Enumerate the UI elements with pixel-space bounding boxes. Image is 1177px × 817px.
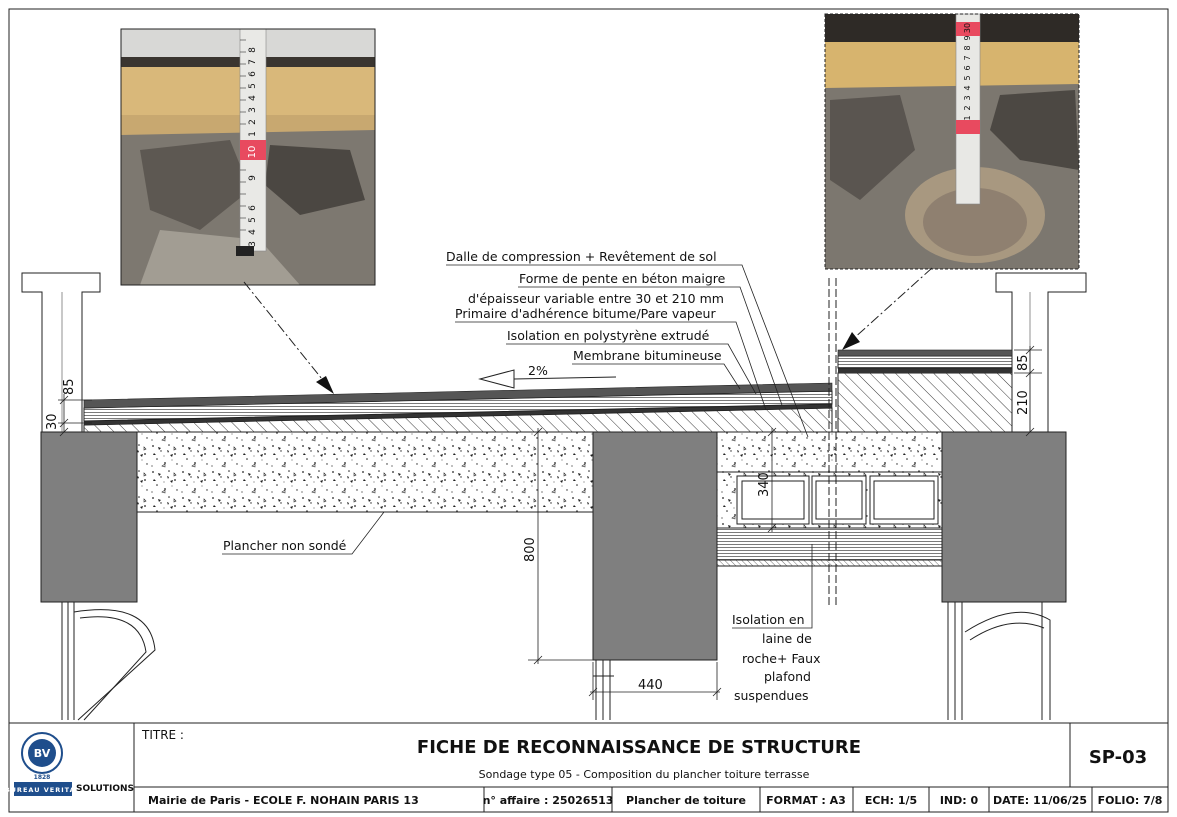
central-beam (592, 431, 718, 661)
tape-digit-right: 30 (963, 23, 972, 33)
label-laine-3: roche+ Faux (742, 651, 820, 666)
hollow-blocks (736, 475, 939, 525)
photo-right-leader (851, 267, 933, 341)
tape-digit-left: 9 (248, 175, 258, 181)
tape-digit-left: 5 (248, 83, 258, 89)
svg-text:BV: BV (34, 747, 51, 760)
tape-digit-left: 1 (248, 131, 258, 137)
tape-digit-left: 10 (247, 146, 258, 159)
tape-digit-right: 4 (963, 85, 972, 90)
logo-company: BUREAU VERITAS (5, 786, 82, 794)
right-frame (947, 602, 1051, 720)
dim-right (1014, 345, 1042, 437)
tape-digit-left: 4 (248, 95, 258, 101)
label-laine-1: Isolation en (732, 612, 805, 627)
dim-left (58, 394, 92, 437)
tape-digit-left: 4 (248, 229, 258, 235)
tape-digit-left: 2 (248, 119, 258, 125)
label-laine-2: laine de (762, 631, 812, 646)
folio-cell: FOLIO: 7/8 (1098, 794, 1163, 807)
right-wall-concrete (941, 431, 1067, 603)
dim-30-left: 30 (45, 413, 60, 430)
tape-digit-right: 7 (963, 55, 972, 60)
client-cell: Mairie de Paris - ECOLE F. NOHAIN PARIS … (148, 794, 419, 807)
photo-right-arrow (842, 332, 860, 350)
leaders (446, 264, 809, 438)
tape-digit-right: 9 (963, 35, 972, 40)
photo-left-leader (243, 281, 327, 385)
dim-210-right: 210 (1016, 390, 1031, 415)
vapour-barrier-right (838, 368, 1012, 373)
slope-form-right (837, 372, 1013, 433)
date-cell: DATE: 11/06/25 (993, 794, 1087, 807)
tape-digit-left: 5 (248, 217, 258, 223)
tape-digit-right: 1 (963, 115, 972, 120)
membrane-left (83, 382, 833, 409)
logo-year: 1828 (34, 774, 51, 781)
photo-right (824, 13, 1080, 270)
label-laine-4: plafond (764, 669, 811, 684)
label-dalle: Dalle de compression + Revêtement de sol (446, 249, 717, 264)
dim-800-text: 800 (523, 537, 538, 562)
scale-cell: ECH: 1/5 (865, 794, 917, 807)
slab-left (136, 431, 594, 513)
main-title: FICHE DE RECONNAISSANCE DE STRUCTURE (417, 737, 861, 758)
label-forme-2: d'épaisseur variable entre 30 et 210 mm (468, 291, 724, 306)
tape-digit-left: 3 (248, 241, 258, 247)
photo-left (120, 28, 376, 286)
leader-laine (732, 544, 813, 629)
bureau-veritas-logo: BV 1828 BUREAU VERITAS (5, 732, 82, 796)
index-cell: IND: 0 (940, 794, 979, 807)
slope-arrow (478, 369, 617, 389)
left-frame (61, 602, 156, 721)
dim-340-text: 340 (757, 472, 772, 497)
dim-340 (762, 427, 780, 533)
label-plancher: Plancher non sondé (223, 538, 347, 553)
insulation-xps-right (837, 355, 1013, 369)
tape-digit-left: 7 (248, 59, 258, 65)
tape-digit-right: 5 (963, 75, 972, 80)
photo-left-arrow (316, 376, 334, 394)
beam-frame (593, 660, 614, 720)
affaire-cell: n° affaire : 25026513 (483, 794, 614, 807)
label-isolation-xps: Isolation en polystyrène extrudé (507, 328, 710, 343)
tape-marks-left (240, 39, 246, 231)
titre-label: TITRE : (141, 728, 184, 742)
tape-digit-right: 8 (963, 45, 972, 50)
tape-digit-left: 3 (248, 107, 258, 113)
leader-plancher (222, 511, 385, 555)
label-primaire: Primaire d'adhérence bitume/Pare vapeur (455, 306, 716, 321)
left-wall-concrete (40, 431, 138, 603)
tape-digit-right: 2 (963, 105, 972, 110)
tape-digit-right: 6 (963, 65, 972, 70)
label-laine-5: suspendues (734, 688, 809, 703)
dim-440 (588, 662, 722, 700)
tape-digit-right: 3 (963, 95, 972, 100)
membrane-right (837, 349, 1013, 357)
dim-85-right: 85 (1016, 354, 1031, 371)
tape-digit-left: 6 (248, 71, 258, 77)
subtitle: Sondage type 05 - Composition du planche… (479, 768, 810, 781)
slope-text: 2% (528, 363, 548, 378)
title-block-frame (8, 722, 1169, 813)
dim-800 (528, 427, 593, 665)
logo-solutions: SOLUTIONS (76, 784, 134, 794)
sheet-number: SP-03 (1089, 747, 1147, 768)
dim-440-text: 440 (638, 678, 663, 693)
object-cell: Plancher de toiture (626, 794, 746, 807)
format-cell: FORMAT : A3 (766, 794, 846, 807)
tape-digit-left: 6 (248, 205, 258, 211)
label-membrane: Membrane bitumineuse (573, 348, 722, 363)
dim-85-left: 85 (62, 378, 77, 395)
label-forme-1: Forme de pente en béton maigre (519, 271, 726, 286)
tape-digit-left: 8 (248, 47, 258, 53)
